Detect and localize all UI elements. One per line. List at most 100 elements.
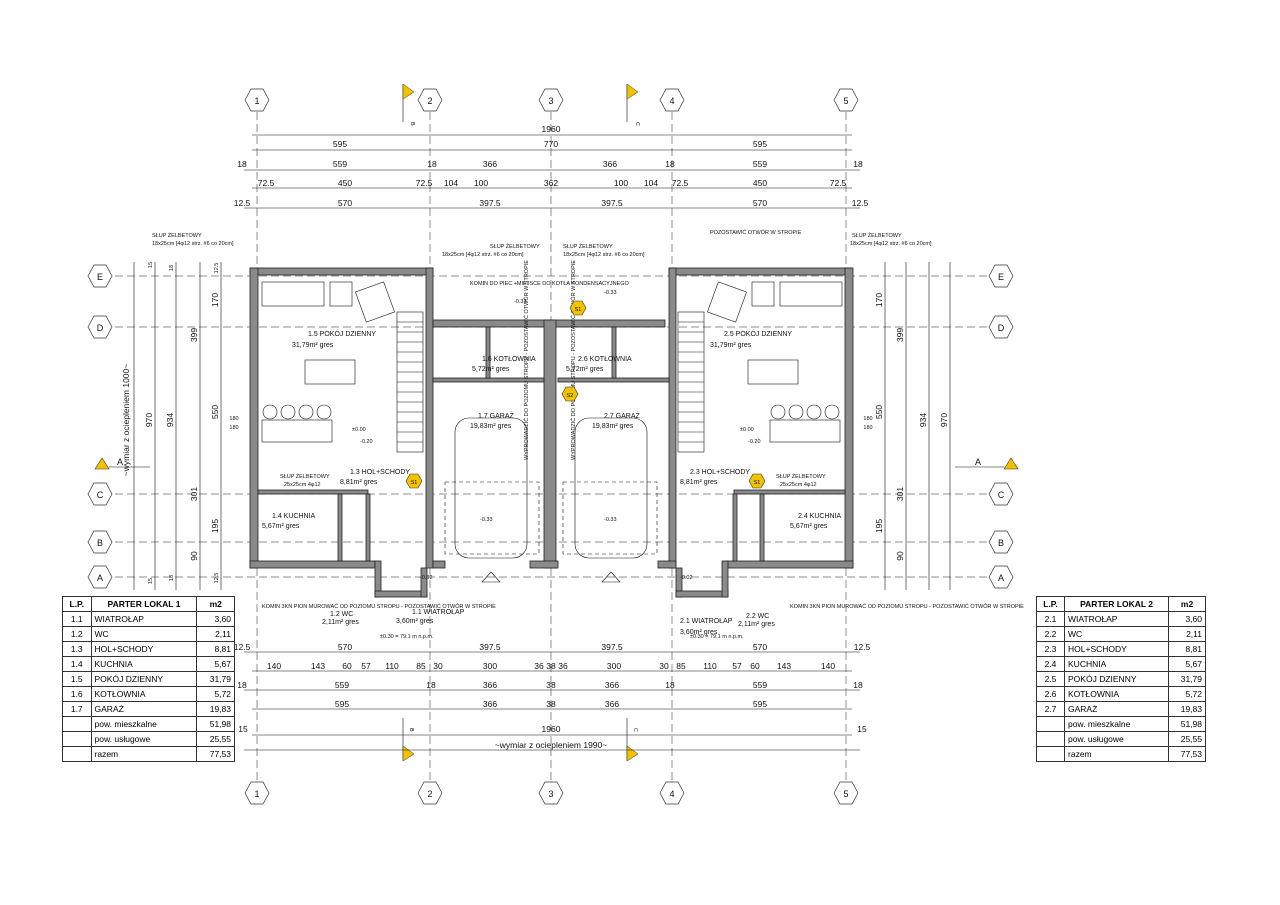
dim-side-insulated: ~wymiar z ociepleniem 1000~	[121, 364, 131, 476]
tag-s1-right: S1	[754, 480, 761, 486]
level-m20-right: -0.20	[748, 439, 761, 445]
note-slup-left-spec: 18x25cm [4φ12 strz. #6 co 20cm]	[152, 241, 234, 247]
dim-bot-110-a: 110	[385, 661, 399, 671]
dim-top-100-b: 100	[614, 178, 628, 188]
dimensions-left: ~wymiar z ociepleniem 1000~ 970 934 15 1…	[121, 262, 239, 590]
dim-bot-38-c: 38	[546, 699, 556, 709]
dim-top-18-a: 18	[237, 159, 247, 169]
level-m33-garage-left: -0.33	[480, 517, 493, 523]
dim-bot-60-a: 60	[342, 661, 352, 671]
level-m33-top-right: -0.33	[604, 290, 617, 296]
dim-top-397-b: 397.5	[601, 198, 623, 208]
dim-bot-300-b: 300	[607, 661, 621, 671]
dim-side-970-left: 970	[144, 413, 154, 427]
room-1-1-area: 3,60m² gres	[396, 618, 434, 625]
row-label-b-left: B	[97, 538, 103, 548]
dim-top-362: 362	[544, 178, 558, 188]
dim-bot-15-right: 15	[857, 724, 867, 734]
tag-s1-left: S1	[411, 480, 418, 486]
dim-side-12-a: 12.5	[214, 263, 220, 274]
dim-top-450-right: 450	[753, 178, 767, 188]
section-mark-c-top: C	[634, 122, 640, 126]
row-label-c-right: C	[998, 490, 1005, 500]
level-m02-right: -0.02	[680, 575, 693, 581]
dim-top-18-d: 18	[853, 159, 863, 169]
note-slup-mid-right: SŁUP ŻELBETOWY	[563, 243, 613, 250]
dim-side-90-r: 90	[895, 551, 905, 561]
dim-side-399-r: 399	[895, 328, 905, 342]
room-2-2-area: 2,11m² gres	[738, 621, 775, 628]
axis-label-4-bottom: 4	[669, 789, 674, 799]
dim-bot-366-c: 366	[483, 699, 497, 709]
table1-header-name: PARTER LOKAL 1	[90, 596, 198, 612]
dim-side-15-b: 15	[148, 578, 154, 584]
dim-bot-30-a: 30	[433, 661, 443, 671]
walls-left-unit	[249, 267, 666, 569]
axis-label-5-bottom: 5	[843, 789, 848, 799]
dim-bot-57-a: 57	[361, 661, 371, 671]
row-label-a-left: A	[97, 573, 103, 583]
room-2-2-label: 2.2 WC	[746, 613, 769, 620]
walls-right-unit	[557, 267, 854, 569]
dim-side-195: 195	[210, 519, 220, 533]
axis-label-3-top: 3	[548, 96, 553, 106]
table1-header-lp: L.P.	[62, 596, 92, 612]
dim-bot-38: 38	[546, 661, 556, 671]
dim-side-301-r: 301	[895, 487, 905, 501]
dim-bot-366-b: 366	[605, 680, 619, 690]
dim-top-770: 770	[544, 139, 558, 149]
dim-top-559-right: 559	[753, 159, 767, 169]
room-1-6-label: 1.6 KOTŁOWNIA	[482, 356, 536, 363]
dim-bot-110-b: 110	[703, 661, 717, 671]
section-mark-a-right: A	[975, 457, 981, 467]
dim-bot-18-a: 18	[237, 680, 247, 690]
row-label-d-right: D	[998, 323, 1005, 333]
level-m33-top-left: -0.33	[514, 299, 527, 305]
room-1-5-label: 1.5 POKÓJ DZIENNY	[308, 329, 376, 338]
dim-side-934-left: 934	[165, 413, 175, 427]
room-1-3-area: 8,81m² gres	[340, 479, 378, 486]
room-1-5-area: 31,79m² gres	[292, 342, 334, 349]
dim-bot-366-a: 366	[483, 680, 497, 690]
axis-label-3-bottom: 3	[548, 789, 553, 799]
dim-bot-30-b: 30	[659, 661, 669, 671]
level-npm-left: ±0.30 = 79.1 m n.p.m.	[380, 634, 434, 640]
room-2-3-area: 8,81m² gres	[680, 479, 718, 486]
level-0-right: ±0.00	[740, 427, 754, 433]
room-2-3-label: 2.3 HOL+SCHODY	[690, 469, 750, 476]
dimensions-top: 1960 595 770 595 18 559 18 366 366 18 55…	[234, 124, 869, 209]
dim-bot-595-left: 595	[335, 699, 349, 709]
room-2-6-area: 5,72m² gres	[566, 366, 604, 373]
dim-bot-559-right: 559	[753, 680, 767, 690]
dim-side-934-right: 934	[918, 413, 928, 427]
room-1-4-label: 1.4 KUCHNIA	[272, 513, 316, 520]
dim-top-72-d: 72.5	[830, 178, 847, 188]
dim-bot-18-b: 18	[426, 680, 436, 690]
dim-top-100-a: 100	[474, 178, 488, 188]
row-markers-right: E D C B A	[988, 264, 1014, 589]
room-1-1-label: 1.1 WIATROŁAP	[412, 609, 465, 616]
column-markers-bottom: 1 2 3 4 5	[244, 781, 859, 805]
level-m20-left: -0.20	[360, 439, 373, 445]
dim-top-72-a: 72.5	[258, 178, 275, 188]
table2-header-m2: m2	[1168, 596, 1206, 612]
dim-bot-18-d: 18	[853, 680, 863, 690]
section-mark-b-bottom: B	[408, 728, 414, 732]
level-npm-right: ±0.30 = 79.1 m n.p.m.	[690, 634, 744, 640]
note-slup-mid-right-spec: 18x25cm [4φ12 strz. #6 co 20cm]	[563, 252, 645, 258]
dim-bot-15-left: 15	[238, 724, 248, 734]
note-wyprowadzenie-left: WYPROWADZIĆ DO POZIOMU STROPU - POZOSTAW…	[523, 260, 530, 460]
room-2-4-area: 5,67m² gres	[790, 523, 828, 530]
dim-bot-570-right: 570	[753, 642, 767, 652]
dim-bot-85-a: 85	[416, 661, 426, 671]
tag-s2: S2	[567, 393, 574, 399]
dim-bot-18-c: 18	[665, 680, 675, 690]
dim-side-18-b: 18	[169, 575, 175, 581]
table1-header-m2: m2	[196, 596, 235, 612]
